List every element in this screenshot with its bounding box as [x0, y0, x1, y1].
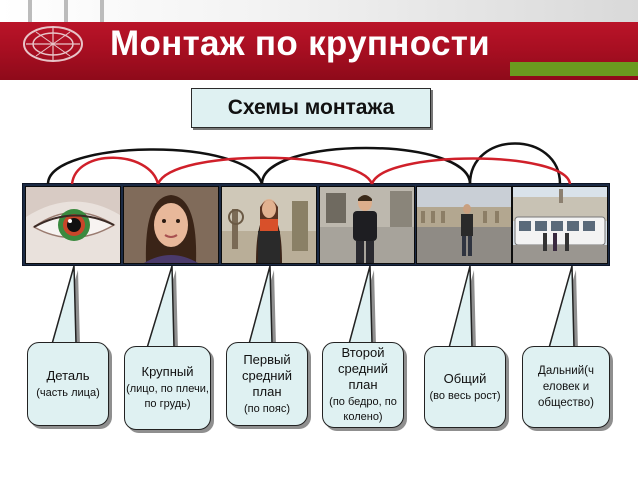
header-stripe	[64, 0, 68, 22]
callout-main: Общий	[443, 370, 487, 386]
callout-tails	[51, 265, 578, 350]
callout-sub: (часть лица)	[36, 386, 100, 399]
photo-long-shot	[512, 186, 608, 264]
photo-second-medium	[319, 186, 415, 264]
photo-medium-shot	[221, 186, 317, 264]
callout-main: Первый средний план	[242, 351, 292, 399]
callout-sub: (лицо, по плечи, по грудь)	[126, 383, 209, 410]
black-arc	[468, 142, 562, 185]
red-arc	[370, 157, 572, 185]
callout-sub: (по пояс)	[244, 402, 290, 415]
callout-second-medium: Второй средний план (по бедро, по колено…	[322, 342, 404, 428]
black-arc	[260, 146, 472, 185]
black-arc	[46, 148, 264, 185]
slide-title: Монтаж по крупности	[110, 24, 490, 63]
callout-detail: Деталь (часть лица)	[27, 342, 109, 426]
callout-first-medium: Первый средний план (по пояс)	[226, 342, 308, 426]
callout-main: Деталь	[46, 367, 90, 383]
scheme-label: Схемы монтажа	[191, 88, 431, 128]
red-arc	[156, 156, 374, 185]
callout-main: Второй средний план	[338, 345, 388, 392]
header-stripe	[100, 0, 104, 22]
callout-close-up: Крупный (лицо, по плечи, по грудь)	[124, 346, 211, 430]
header-accent-bar	[510, 62, 638, 76]
logo-icon	[23, 26, 83, 62]
photo-full-shot	[416, 186, 512, 264]
slide-header: Монтаж по крупности	[0, 0, 638, 80]
callout-long: Дальний(ч еловек и общество)	[522, 346, 610, 428]
callout-sub: (по бедро, по колено)	[329, 396, 397, 423]
photo-eye	[25, 186, 121, 264]
callout-full: Общий (во весь рост)	[424, 346, 506, 428]
header-top-bar	[0, 0, 638, 22]
header-stripe	[28, 0, 32, 22]
red-arc	[70, 156, 160, 185]
callout-sub: (во весь рост)	[429, 389, 501, 402]
photo-close-portrait	[123, 186, 219, 264]
callout-main: Дальний(ч еловек и общество)	[538, 365, 594, 409]
callout-main: Крупный	[141, 364, 194, 379]
